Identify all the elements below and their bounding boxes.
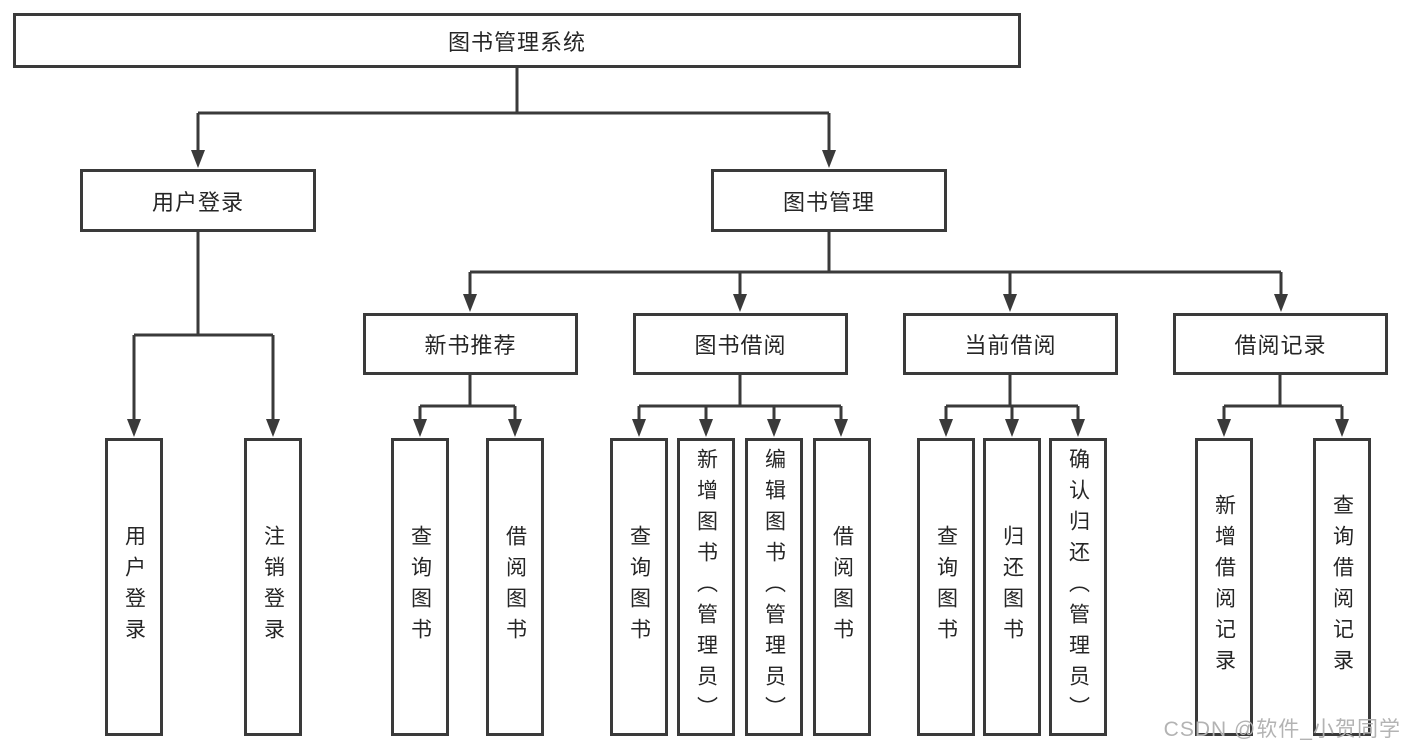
arrowhead-icon	[1274, 294, 1288, 312]
arrowhead-icon	[632, 419, 646, 437]
arrowhead-icon	[939, 419, 953, 437]
arrowhead-icon	[1335, 419, 1349, 437]
node-library-system: 图书管理系统	[13, 13, 1021, 68]
leaf-br-query-borrow-record: 查询借阅记录	[1313, 438, 1371, 736]
leaf-br-add-borrow-record: 新增借阅记录	[1195, 438, 1253, 736]
arrowhead-icon	[733, 294, 747, 312]
leaf-bb-edit-books-admin: 编辑图书（管理员）	[745, 438, 803, 736]
arrowhead-icon	[266, 419, 280, 437]
node-book-borrowing: 图书借阅	[633, 313, 848, 375]
arrowhead-icon	[699, 419, 713, 437]
leaf-bb-add-books-admin: 新增图书（管理员）	[677, 438, 735, 736]
arrowhead-icon	[834, 419, 848, 437]
leaf-user-login: 用户登录	[105, 438, 163, 736]
node-book-management: 图书管理	[711, 169, 947, 232]
arrowhead-icon	[1003, 294, 1017, 312]
leaf-nbr-borrow-books: 借阅图书	[486, 438, 544, 736]
arrowhead-icon	[463, 294, 477, 312]
arrowhead-icon	[1071, 419, 1085, 437]
arrowhead-icon	[127, 419, 141, 437]
leaf-nbr-query-books: 查询图书	[391, 438, 449, 736]
connector-path	[132, 68, 1344, 422]
node-user-login: 用户登录	[80, 169, 316, 232]
node-new-book-recommendation: 新书推荐	[363, 313, 578, 375]
arrowhead-icon	[413, 419, 427, 437]
arrowhead-icon	[1005, 419, 1019, 437]
leaf-cb-query-books: 查询图书	[917, 438, 975, 736]
node-current-borrowing: 当前借阅	[903, 313, 1118, 375]
node-borrowing-records: 借阅记录	[1173, 313, 1388, 375]
arrowhead-icon	[1217, 419, 1231, 437]
leaf-bb-borrow-books: 借阅图书	[813, 438, 871, 736]
arrowhead-icon	[191, 150, 205, 168]
arrowhead-icon	[508, 419, 522, 437]
arrowhead-icon	[767, 419, 781, 437]
leaf-logout: 注销登录	[244, 438, 302, 736]
csdn-watermark: CSDN @软件_小贺同学	[1163, 718, 1401, 741]
arrowhead-icon	[822, 150, 836, 168]
leaf-cb-confirm-return-admin: 确认归还（管理员）	[1049, 438, 1107, 736]
leaf-bb-query-books: 查询图书	[610, 438, 668, 736]
arrowheads	[127, 150, 1349, 437]
leaf-cb-return-books: 归还图书	[983, 438, 1041, 736]
